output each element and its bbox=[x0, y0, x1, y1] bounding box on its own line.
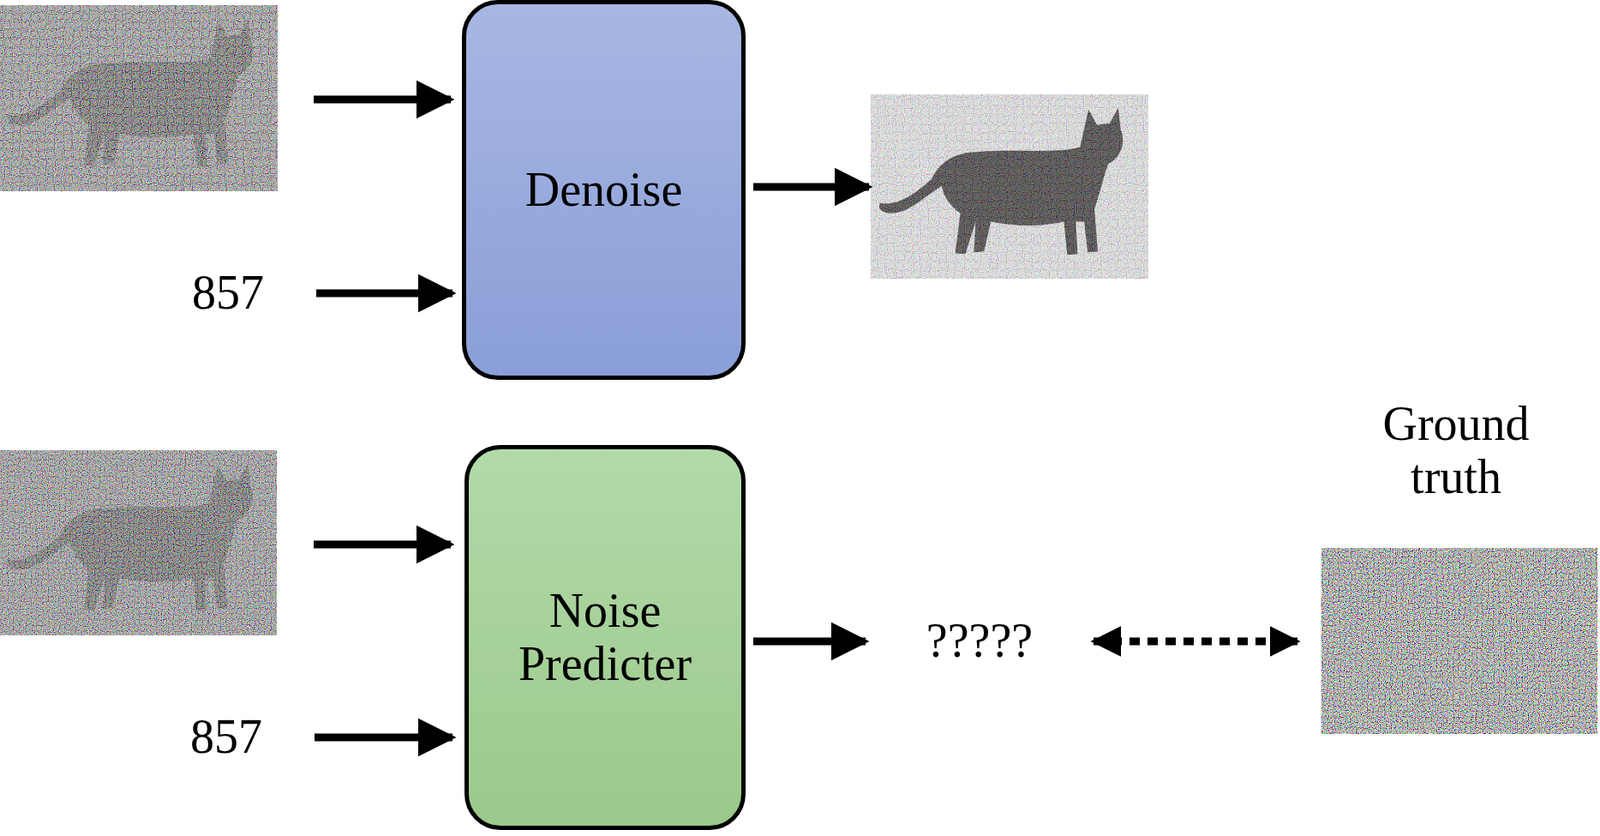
noisy-image bbox=[0, 5, 278, 192]
prediction-placeholder: ????? bbox=[906, 614, 1053, 668]
timestep-number: 857 bbox=[157, 710, 295, 764]
noise-image bbox=[1321, 547, 1598, 734]
ground-truth-label: Ground truth bbox=[1353, 397, 1559, 504]
timestep-number: 857 bbox=[159, 266, 297, 320]
box-label: Noise Predicter bbox=[494, 584, 716, 690]
noisy-image bbox=[0, 449, 277, 636]
box-label: Denoise bbox=[525, 163, 684, 217]
model-box: Noise Predicter bbox=[464, 444, 746, 830]
process-box: Denoise bbox=[461, 0, 746, 380]
denoised-image bbox=[870, 94, 1149, 279]
